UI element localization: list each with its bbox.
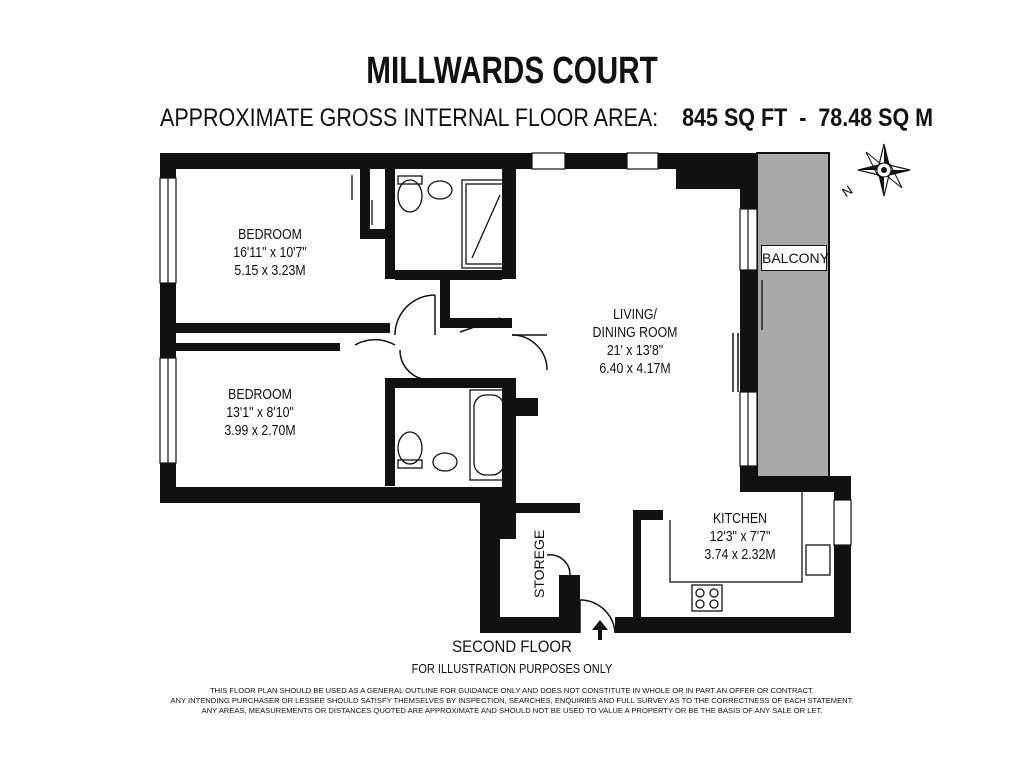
floor-area-line: APPROXIMATE GROSS INTERNAL FLOOR AREA: 8… bbox=[160, 104, 933, 133]
room-name: KITCHEN bbox=[712, 511, 768, 527]
room-dim-imperial: 12'3" x 7'7" bbox=[709, 529, 771, 545]
balcony-area bbox=[756, 152, 830, 479]
room-dim-imperial: 21' x 13'8" bbox=[606, 343, 664, 359]
room-dim-metric: 3.99 x 2.70M bbox=[224, 423, 296, 439]
room-dim-metric: 5.15 x 3.23M bbox=[234, 263, 306, 279]
room-bedroom-1: BEDROOM 16'11" x 10'7" 5.15 x 3.23M bbox=[219, 226, 321, 280]
room-name: LIVING/ bbox=[613, 307, 657, 323]
room-name: BEDROOM bbox=[238, 227, 302, 243]
disclaimer-line: ANY AREAS, MEASUREMENTS OR DISTANCES QUO… bbox=[201, 706, 823, 715]
doors bbox=[354, 294, 739, 634]
illustration-note: FOR ILLUSTRATION PURPOSES ONLY bbox=[411, 662, 613, 676]
floor-area-sqft: 845 SQ FT bbox=[682, 104, 788, 132]
room-dim-metric: 6.40 x 4.17M bbox=[599, 361, 671, 377]
disclaimer: THIS FLOOR PLAN SHOULD BE USED AS A GENE… bbox=[160, 686, 864, 716]
room-dim-metric: 3.74 x 2.32M bbox=[704, 547, 776, 563]
stair-arrows bbox=[351, 175, 763, 330]
room-living-dining: LIVING/ DINING ROOM 21' x 13'8" 6.40 x 4… bbox=[580, 306, 691, 378]
compass-rose-icon bbox=[857, 143, 911, 197]
disclaimer-line: ANY INTENDING PURCHASER OR LESSEE SHOULD… bbox=[170, 696, 854, 705]
room-bedroom-2: BEDROOM 13'1" x 8'10" 3.99 x 2.70M bbox=[209, 386, 311, 440]
room-name: BEDROOM bbox=[228, 387, 292, 403]
room-dim-imperial: 13'1" x 8'10" bbox=[226, 405, 294, 421]
entrance-arrow-icon bbox=[592, 620, 608, 640]
fixtures bbox=[397, 175, 831, 612]
floor-area-sqm: 78.48 SQ M bbox=[818, 104, 934, 132]
room-dim-imperial: 16'11" x 10'7" bbox=[233, 245, 307, 261]
plan-title: MILLWARDS COURT bbox=[366, 50, 658, 92]
room-balcony-label: BALCONY bbox=[761, 245, 829, 271]
floor-area-separator: - bbox=[799, 104, 807, 132]
disclaimer-line: THIS FLOOR PLAN SHOULD BE USED AS A GENE… bbox=[210, 686, 814, 695]
room-kitchen: KITCHEN 12'3" x 7'7" 3.74 x 2.32M bbox=[689, 510, 791, 564]
windows bbox=[159, 152, 852, 546]
room-name: DINING ROOM bbox=[592, 325, 678, 341]
floor-label: SECOND FLOOR bbox=[452, 637, 572, 656]
floor-area-label: APPROXIMATE GROSS INTERNAL FLOOR AREA: bbox=[160, 104, 659, 132]
room-storage-label: STOREGE bbox=[531, 529, 547, 598]
compass-north-label: N bbox=[839, 182, 855, 200]
